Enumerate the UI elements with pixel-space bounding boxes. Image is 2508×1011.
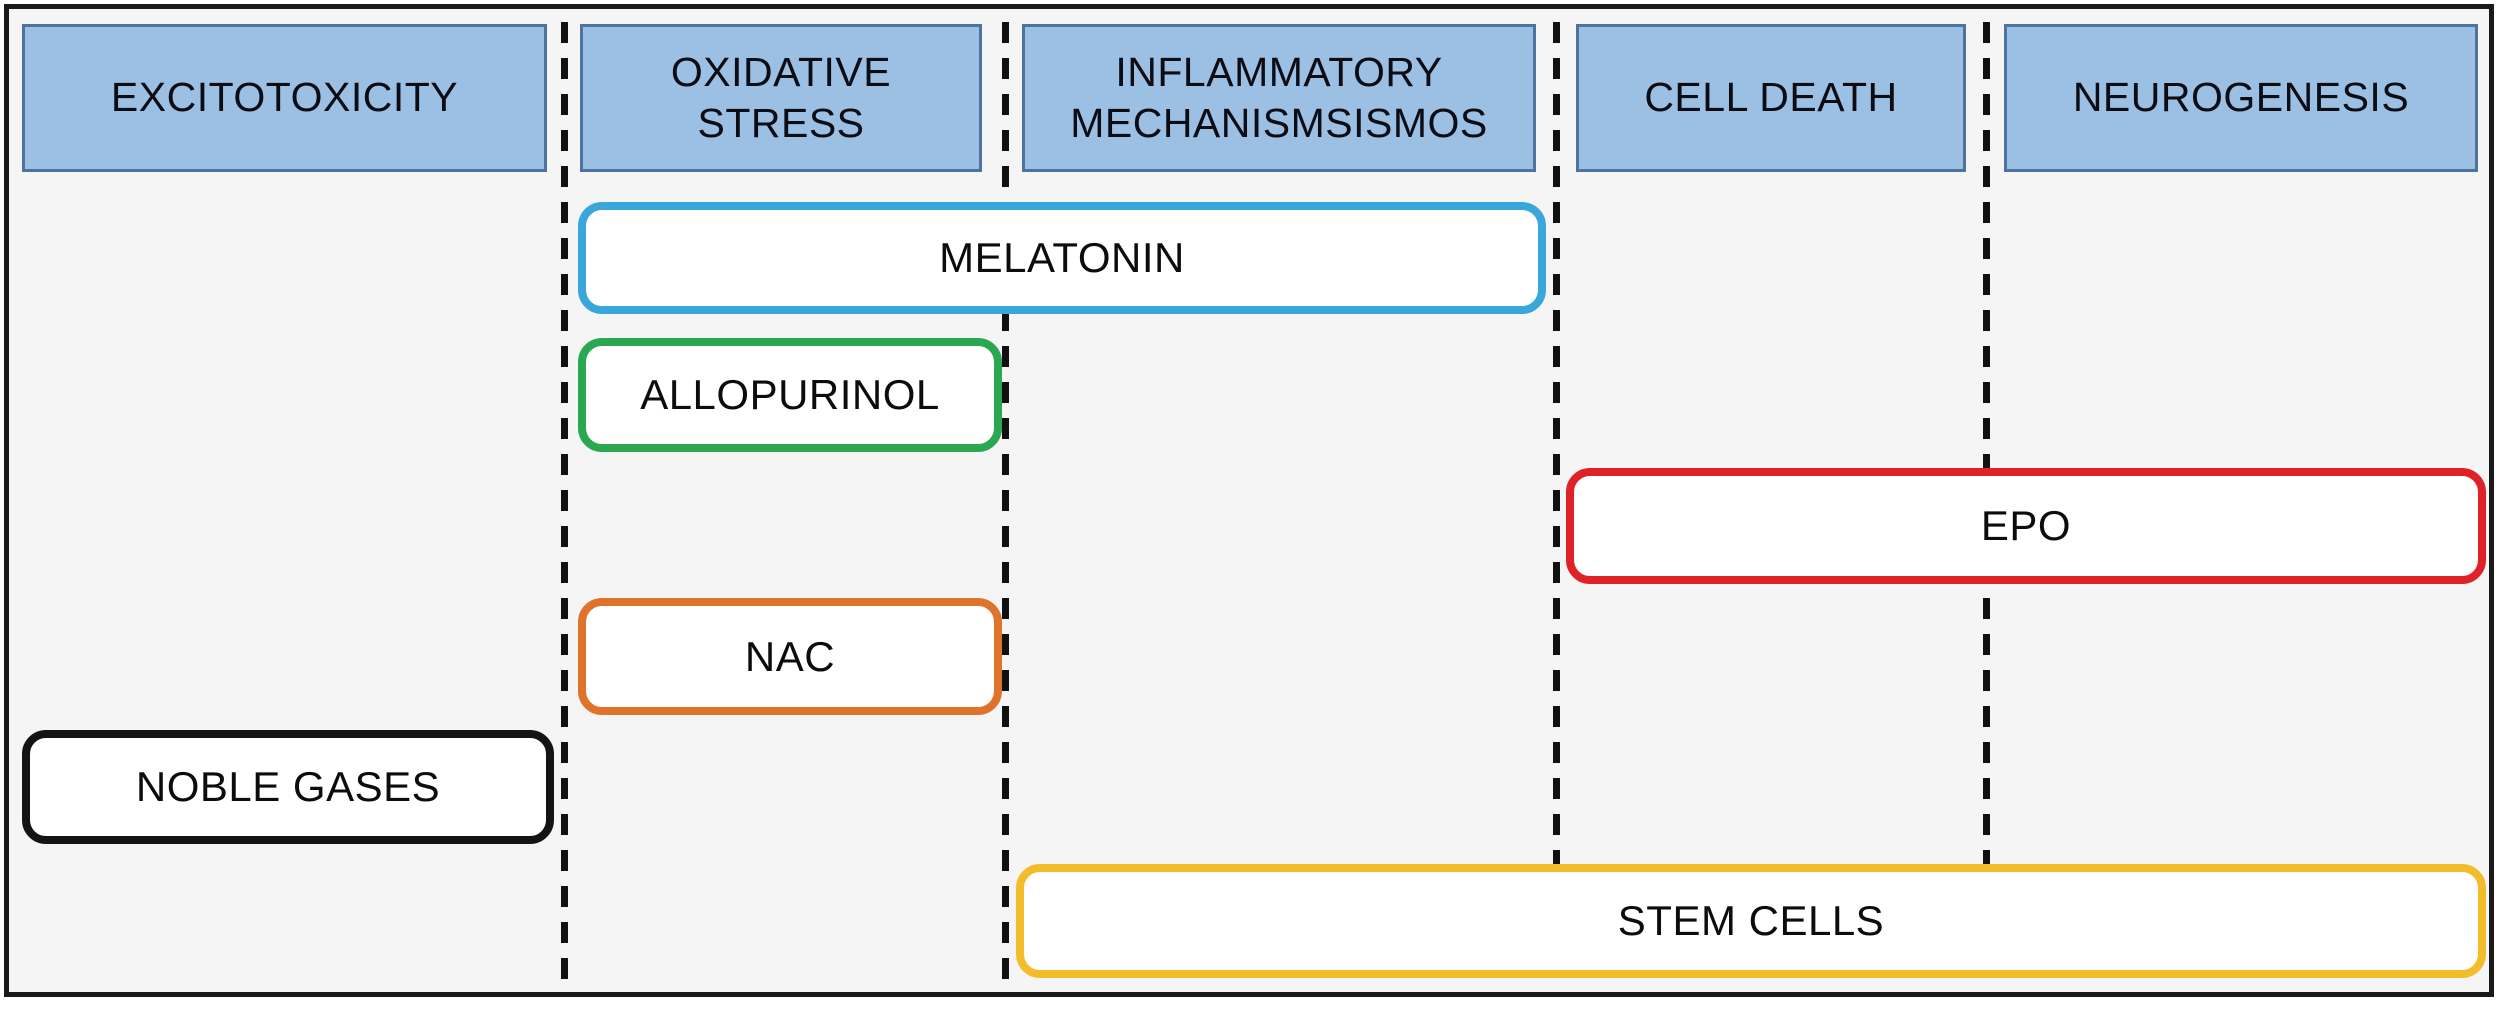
column-header-neurogenesis: NEUROGENESIS — [2004, 24, 2478, 172]
treatment-box-nac: NAC — [578, 598, 1002, 715]
column-divider-2 — [1002, 22, 1009, 994]
column-header-cell-death: CELL DEATH — [1576, 24, 1966, 172]
column-divider-4 — [1983, 22, 1990, 865]
column-divider-3 — [1553, 22, 1560, 865]
treatment-box-allopurinol: ALLOPURINOL — [578, 338, 1002, 452]
treatment-box-epo: EPO — [1566, 468, 2486, 584]
treatment-box-stem-cells: STEM CELLS — [1016, 864, 2486, 978]
column-header-oxidative-stress: OXIDATIVE STRESS — [580, 24, 982, 172]
treatment-box-noble-gases: NOBLE GASES — [22, 730, 554, 844]
treatment-box-melatonin: MELATONIN — [578, 202, 1546, 314]
column-header-excitotoxicity: EXCITOTOXICITY — [22, 24, 547, 172]
column-divider-1 — [561, 22, 568, 994]
column-header-inflammatory-mechanisms: INFLAMMATORY MECHANISMSISMOS — [1022, 24, 1536, 172]
